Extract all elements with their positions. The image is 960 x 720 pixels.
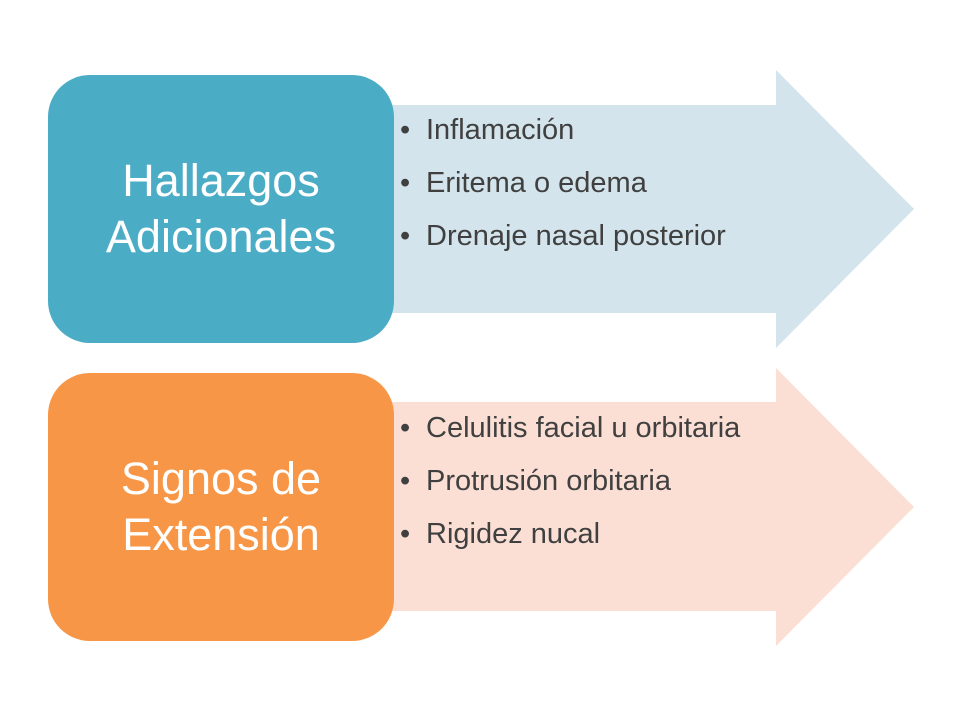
group-2-title-line-2: Extensión: [122, 509, 320, 560]
group-2-title: Signos de Extensión: [48, 373, 394, 641]
group-1-title-line-1: Hallazgos: [122, 155, 320, 206]
list-item: Protrusión orbitaria: [398, 463, 768, 500]
list-item: Celulitis facial u orbitaria: [398, 410, 768, 447]
list-item: Eritema o edema: [398, 165, 768, 202]
group-1-title-line-2: Adicionales: [105, 211, 337, 262]
group-1-list: Inflamación Eritema o edema Drenaje nasa…: [398, 112, 768, 271]
list-item: Drenaje nasal posterior: [398, 218, 768, 255]
group-2-title-line-1: Signos de: [120, 453, 322, 504]
list-item: Inflamación: [398, 112, 768, 149]
list-item: Rigidez nucal: [398, 516, 768, 553]
group-2-list: Celulitis facial u orbitaria Protrusión …: [398, 410, 768, 569]
group-1-title: Hallazgos Adicionales: [48, 75, 394, 343]
